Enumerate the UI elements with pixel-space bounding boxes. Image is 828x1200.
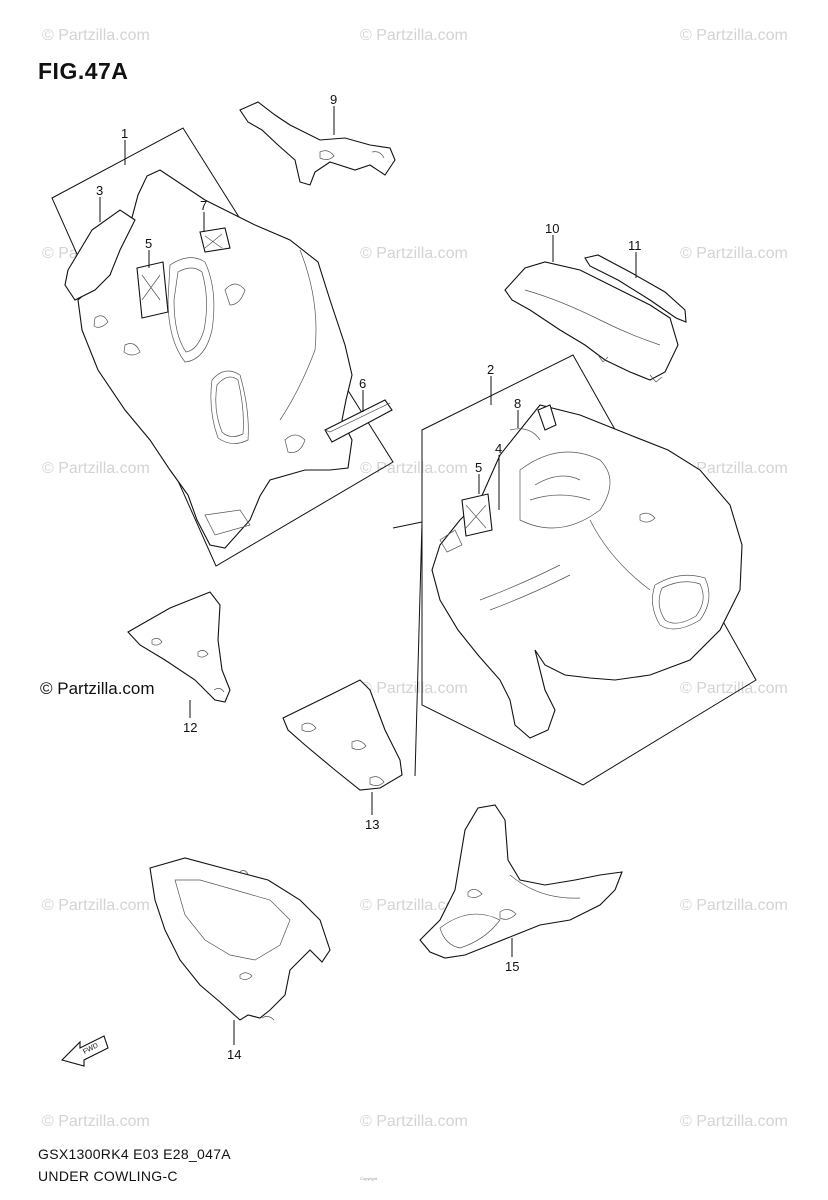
part-9-bracket: [239, 101, 396, 186]
figure-title: FIG.47A: [38, 58, 129, 84]
part-10-inner-panel: [504, 261, 679, 381]
callout-6: 6: [359, 376, 366, 391]
callout-1: 1: [121, 126, 128, 141]
part-15-under-cover: [419, 804, 623, 959]
forward-arrow-icon: FWD: [60, 1035, 109, 1067]
watermark: © Partzilla.com: [42, 1113, 150, 1130]
callout-13: 13: [365, 817, 379, 832]
watermark: © Partzilla.com: [42, 27, 150, 44]
callout-4: 4: [495, 441, 502, 456]
watermark: © Partzilla.com: [680, 1113, 788, 1130]
callout-10: 10: [545, 221, 559, 236]
callout-12: 12: [183, 720, 197, 735]
watermark: © Partzilla.com: [680, 680, 788, 697]
watermark: © Partzilla.com: [680, 460, 788, 477]
watermark: © Partzilla.com: [680, 897, 788, 914]
callout-14: 14: [227, 1047, 241, 1062]
watermark: © Partzilla.com: [42, 460, 150, 477]
part-12-panel: [127, 591, 231, 703]
leader-lines: [99, 106, 637, 1045]
watermark: © Partzilla.com: [42, 897, 150, 914]
callout-15: 15: [505, 959, 519, 974]
callout-labels: 1 2 3 4 5 5 6 7 8 9 10 11 12 13 14 15: [96, 92, 642, 1062]
watermark: © Partzilla.com: [360, 897, 468, 914]
watermark: © Partzilla.com: [360, 680, 468, 697]
assembly-box-2: [421, 354, 757, 786]
part-13-panel: [282, 679, 403, 791]
callout-7: 7: [200, 198, 207, 213]
watermark: © Partzilla.com: [680, 245, 788, 262]
part-3-bracket: [64, 209, 136, 301]
part-8-clip: [537, 404, 557, 431]
part-2-right-cowling: [431, 404, 743, 739]
callout-11: 11: [628, 238, 642, 253]
callout-5-right: 5: [475, 460, 482, 475]
watermark: © Partzilla.com: [360, 460, 468, 477]
brand-label: © Partzilla.com: [40, 679, 155, 698]
watermark: © Partzilla.com: [360, 245, 468, 262]
callout-8: 8: [514, 396, 521, 411]
part-11-trim: [584, 254, 687, 323]
watermark: © Partzilla.com: [680, 27, 788, 44]
callout-5: 5: [145, 236, 152, 251]
callout-2: 2: [487, 362, 494, 377]
callout-3: 3: [96, 183, 103, 198]
copyright-note: Copyright: [360, 1176, 378, 1181]
section-name: UNDER COWLING-C: [38, 1168, 178, 1184]
watermark: © Partzilla.com: [360, 27, 468, 44]
part-14-lower-panel: [149, 857, 331, 1021]
model-code: GSX1300RK4 E03 E28_047A: [38, 1146, 231, 1162]
watermark: © Partzilla.com: [360, 1113, 468, 1130]
callout-9: 9: [330, 92, 337, 107]
